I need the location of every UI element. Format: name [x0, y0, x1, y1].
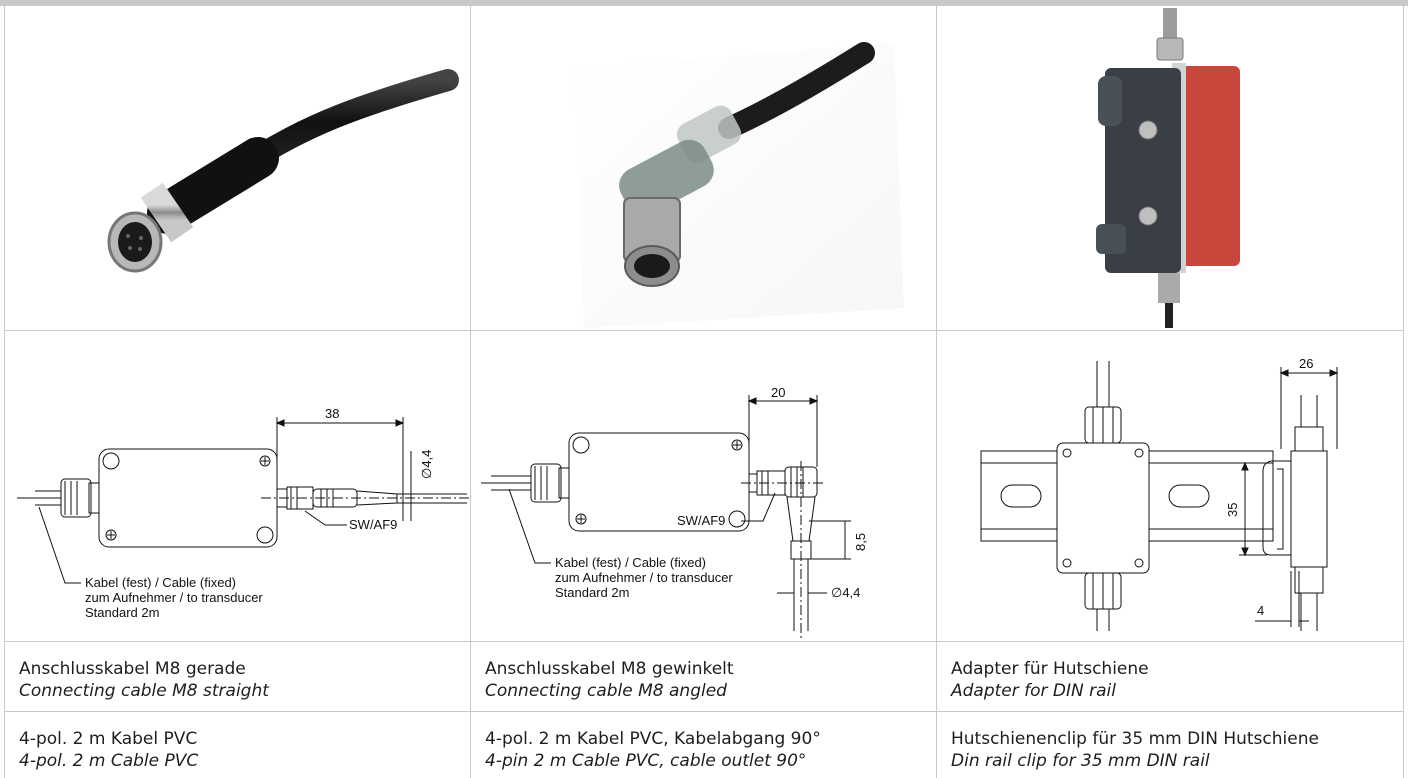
product-desc-en: 4-pol. 2 m Cable PVC — [19, 751, 199, 771]
header-bar — [0, 0, 1408, 6]
cable-note-line1: Kabel (fest) / Cable (fixed) — [555, 555, 706, 570]
product-title-en: Connecting cable M8 straight — [19, 681, 269, 701]
product-desc-en: Din rail clip for 35 mm DIN rail — [951, 751, 1210, 771]
desc-cell-angled-cable: 4-pol. 2 m Kabel PVC, Kabelabgang 90° 4-… — [471, 712, 937, 778]
drawing-cell-angled-cable: 20 8,5 ∅4,4 SW/AF9 Kabel (fest) / Cable … — [471, 331, 937, 642]
angled-cable-photo — [573, 42, 904, 328]
wrench-size-label: SW/AF9 — [677, 513, 725, 528]
product-title-en: Adapter for DIN rail — [951, 681, 1117, 701]
product-title-de: Anschlusskabel M8 gewinkelt — [485, 659, 734, 679]
cable-note-line2: zum Aufnehmer / to transducer — [85, 590, 263, 605]
desc-cell-din-adapter: Hutschienenclip für 35 mm DIN Hutschiene… — [937, 712, 1404, 778]
product-desc-de: 4-pol. 2 m Kabel PVC, Kabelabgang 90° — [485, 729, 821, 749]
product-desc-en: 4-pin 2 m Cable PVC, cable outlet 90° — [485, 751, 807, 771]
dim-diameter-label: ∅4,4 — [831, 585, 860, 600]
desc-cell-straight-cable: 4-pol. 2 m Kabel PVC 4-pol. 2 m Cable PV… — [4, 712, 471, 778]
dim-rail-label: 35 — [1225, 503, 1240, 517]
product-desc-de: 4-pol. 2 m Kabel PVC — [19, 729, 198, 749]
accessories-table: 38 ∅4,4 SW/AF9 Kabel (fest) / Cable (fix… — [4, 6, 1404, 778]
dim-length-label: 38 — [325, 406, 339, 421]
title-cell-straight-cable: Anschlusskabel M8 gerade Connecting cabl… — [4, 642, 471, 712]
product-title-en: Connecting cable M8 angled — [485, 681, 727, 701]
dim-diameter-label: ∅4,4 — [419, 450, 434, 479]
dim-offset-label: 4 — [1257, 603, 1264, 618]
title-cell-angled-cable: Anschlusskabel M8 gewinkelt Connecting c… — [471, 642, 937, 712]
product-desc-de: Hutschienenclip für 35 mm DIN Hutschiene — [951, 729, 1319, 749]
cable-note-line3: Standard 2m — [555, 585, 629, 600]
cable-note-line3: Standard 2m — [85, 605, 159, 620]
wrench-size-label: SW/AF9 — [349, 517, 397, 532]
din-adapter-photo — [1096, 8, 1240, 328]
dim-depth-label: 26 — [1299, 356, 1313, 371]
cable-note-line2: zum Aufnehmer / to transducer — [555, 570, 733, 585]
dim-width-label: 20 — [771, 385, 785, 400]
housing-outline — [98, 448, 278, 548]
title-cell-din-adapter: Adapter für Hutschiene Adapter for DIN r… — [937, 642, 1404, 712]
drawing-cell-din-adapter: 26 35 4 — [937, 331, 1404, 642]
straight-cable-drawing: 38 ∅4,4 SW/AF9 Kabel (fest) / Cable (fix… — [17, 406, 470, 620]
product-title-de: Adapter für Hutschiene — [951, 659, 1149, 679]
product-title-de: Anschlusskabel M8 gerade — [19, 659, 246, 679]
photo-cell-straight-cable — [4, 6, 471, 331]
photo-cell-angled-cable — [471, 6, 937, 331]
straight-cable-photo — [107, 69, 459, 273]
dim-height-label: 8,5 — [853, 533, 868, 551]
angled-cable-drawing: 20 8,5 ∅4,4 SW/AF9 Kabel (fest) / Cable … — [481, 385, 868, 641]
din-adapter-drawing: 26 35 4 — [980, 356, 1339, 631]
drawing-cell-straight-cable: 38 ∅4,4 SW/AF9 Kabel (fest) / Cable (fix… — [4, 331, 471, 642]
cable-note-line1: Kabel (fest) / Cable (fixed) — [85, 575, 236, 590]
photo-cell-din-adapter — [937, 6, 1404, 331]
